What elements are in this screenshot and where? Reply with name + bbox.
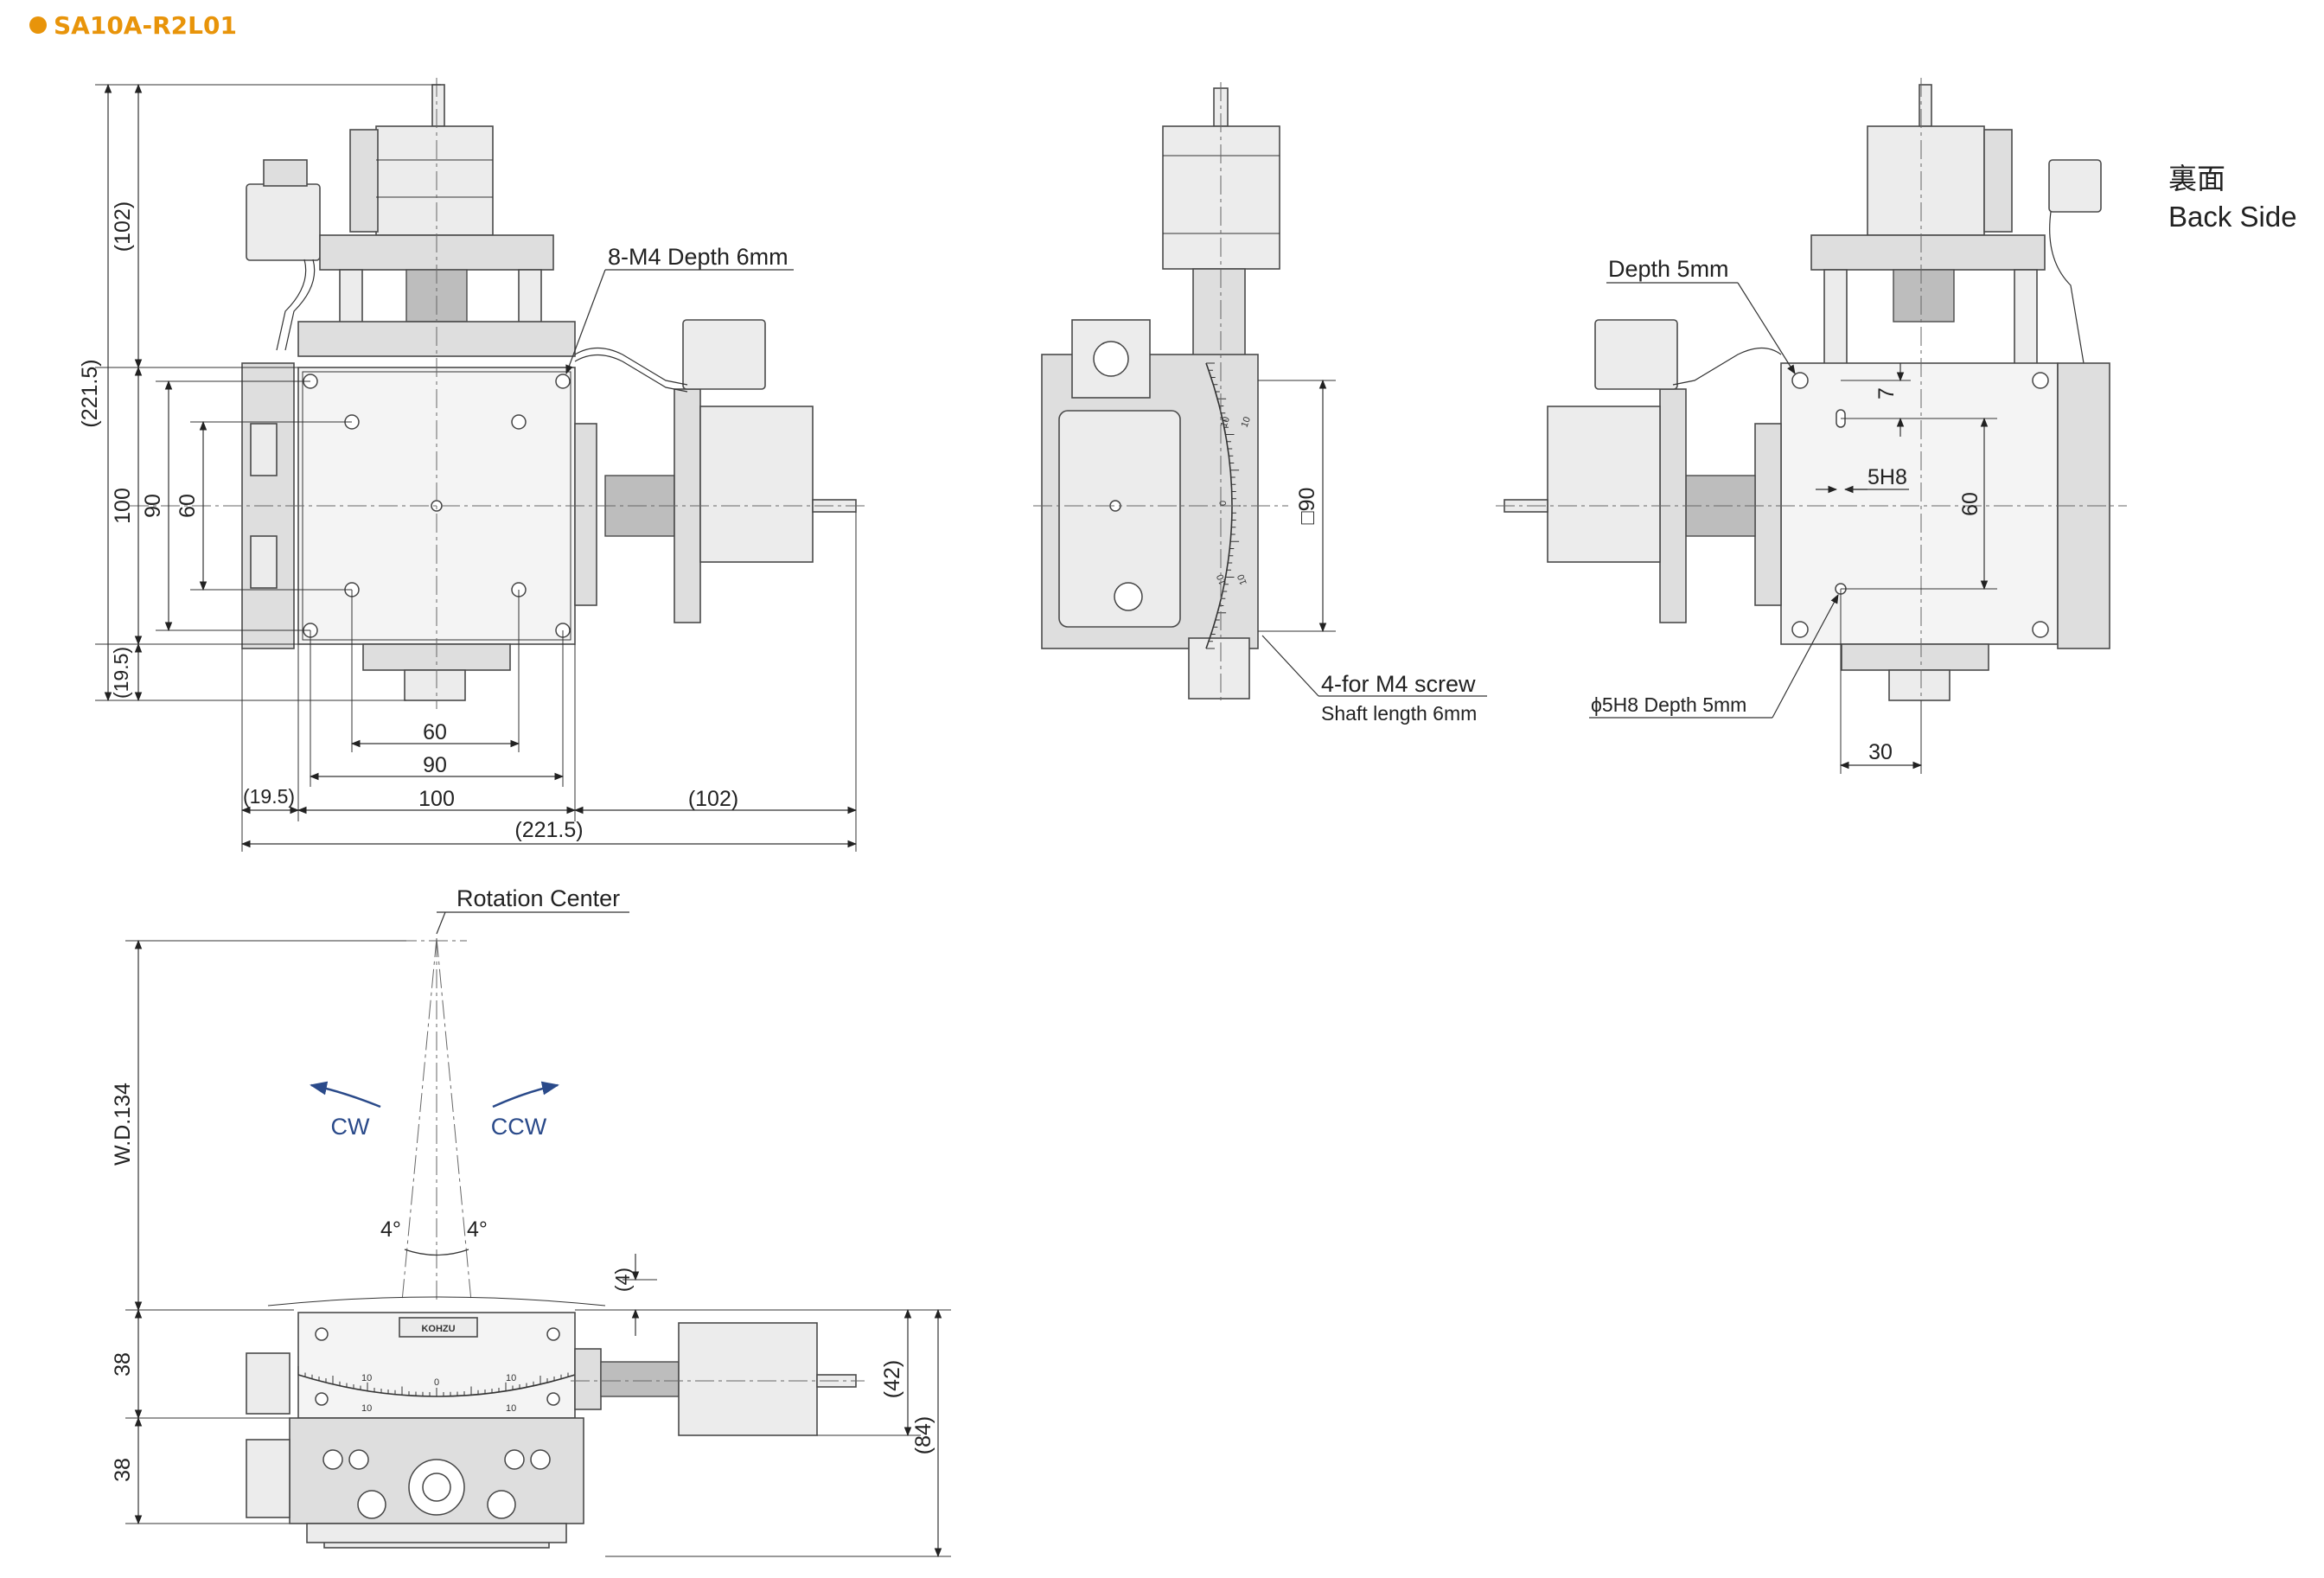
side-handle — [1058, 410, 1181, 628]
svg-text:10: 10 — [506, 1403, 516, 1414]
svg-text:10: 10 — [361, 1373, 372, 1383]
dim-v-19-5: (19.5) — [110, 647, 132, 699]
callout-m4-screw: 4-for M4 screw — [1321, 671, 1476, 697]
front-brand-plate — [399, 1317, 478, 1338]
back-side-heading-jp: 裏面 — [2168, 163, 2225, 195]
right-motor-body — [699, 406, 814, 563]
dim-h-221-5: (221.5) — [514, 818, 583, 842]
dim-38-bottom: 38 — [111, 1458, 135, 1482]
dim-v-90: 90 — [141, 494, 165, 518]
dim-v-221-5: (221.5) — [78, 359, 102, 427]
back-left-sensor — [1594, 319, 1678, 390]
rotation-center-label: Rotation Center — [456, 885, 620, 911]
dim-back-60: 60 — [1958, 492, 1982, 516]
svg-text:10: 10 — [1215, 572, 1228, 586]
dim-38-top: 38 — [111, 1352, 135, 1377]
dim-h-60: 60 — [423, 720, 447, 744]
back-side-heading-en: Back Side — [2168, 201, 2297, 233]
cw-label: CW — [331, 1114, 370, 1140]
back-view: 裏面 Back Side 7 — [1496, 78, 2297, 774]
dim-h-90: 90 — [423, 753, 447, 777]
cw-arrow-icon — [310, 1081, 381, 1108]
back-sensor-box — [2048, 159, 2102, 213]
brand-label: KOHZU — [421, 1324, 455, 1334]
callout-shaft-length: Shaft length 6mm — [1321, 702, 1477, 725]
svg-text:10: 10 — [506, 1373, 516, 1383]
back-left-motor — [1547, 406, 1661, 563]
dim-h-19-5: (19.5) — [243, 785, 295, 808]
svg-text:0: 0 — [1218, 501, 1229, 506]
title-block: SA10A-R2L01 — [29, 11, 237, 40]
title-bullet-icon — [29, 16, 47, 34]
top-view: (221.5) (102) 100 (19.5) 90 60 60 90 (19… — [78, 78, 865, 852]
dim-v-100: 100 — [111, 488, 135, 524]
dim-back-7: 7 — [1874, 387, 1899, 399]
ccw-arrow-icon — [492, 1081, 559, 1108]
angle-left: 4° — [380, 1217, 401, 1242]
sensor-box-left — [246, 183, 321, 261]
dim-42: (42) — [880, 1360, 904, 1398]
front-view: Rotation Center W.D.134 38 38 4° 4° CW C… — [111, 885, 951, 1558]
top-motor-body — [375, 125, 494, 236]
svg-text:10: 10 — [1235, 572, 1248, 586]
svg-text:10: 10 — [1240, 415, 1253, 429]
svg-text:10: 10 — [361, 1403, 372, 1414]
svg-text:0: 0 — [434, 1377, 439, 1388]
dim-back-30: 30 — [1868, 740, 1893, 764]
callout-depth-5mm: Depth 5mm — [1608, 256, 1729, 282]
angle-right: 4° — [467, 1217, 488, 1242]
dim-4: (4) — [611, 1268, 634, 1292]
back-top-motor — [1867, 125, 1985, 236]
dim-h-102: (102) — [688, 787, 738, 811]
dim-v-102: (102) — [111, 201, 135, 252]
svg-text:10: 10 — [1219, 415, 1232, 429]
callout-8-m4: 8-M4 Depth 6mm — [608, 244, 788, 270]
back-stage-plate — [1780, 362, 2059, 645]
ccw-label: CCW — [491, 1114, 547, 1140]
dim-square-90: □90 — [1295, 488, 1319, 525]
callout-5h8-depth: ϕ5H8 Depth 5mm — [1591, 693, 1746, 716]
side-view: 10 10 0 10 10 □90 4-for M4 screw Shaft l… — [1033, 82, 1487, 725]
dim-h-100: 100 — [418, 787, 455, 811]
model-title: SA10A-R2L01 — [54, 11, 237, 40]
top-motor-mount — [349, 129, 379, 233]
front-motor-body — [678, 1322, 818, 1436]
dim-wd-134: W.D.134 — [111, 1083, 135, 1166]
dim-84: (84) — [911, 1416, 935, 1454]
dim-back-5h8: 5H8 — [1868, 465, 1907, 489]
side-scale-ticks — [1206, 362, 1241, 649]
sensor-box-right — [682, 319, 766, 390]
top-motor-shaft — [431, 84, 445, 127]
dim-v-60: 60 — [176, 494, 200, 518]
